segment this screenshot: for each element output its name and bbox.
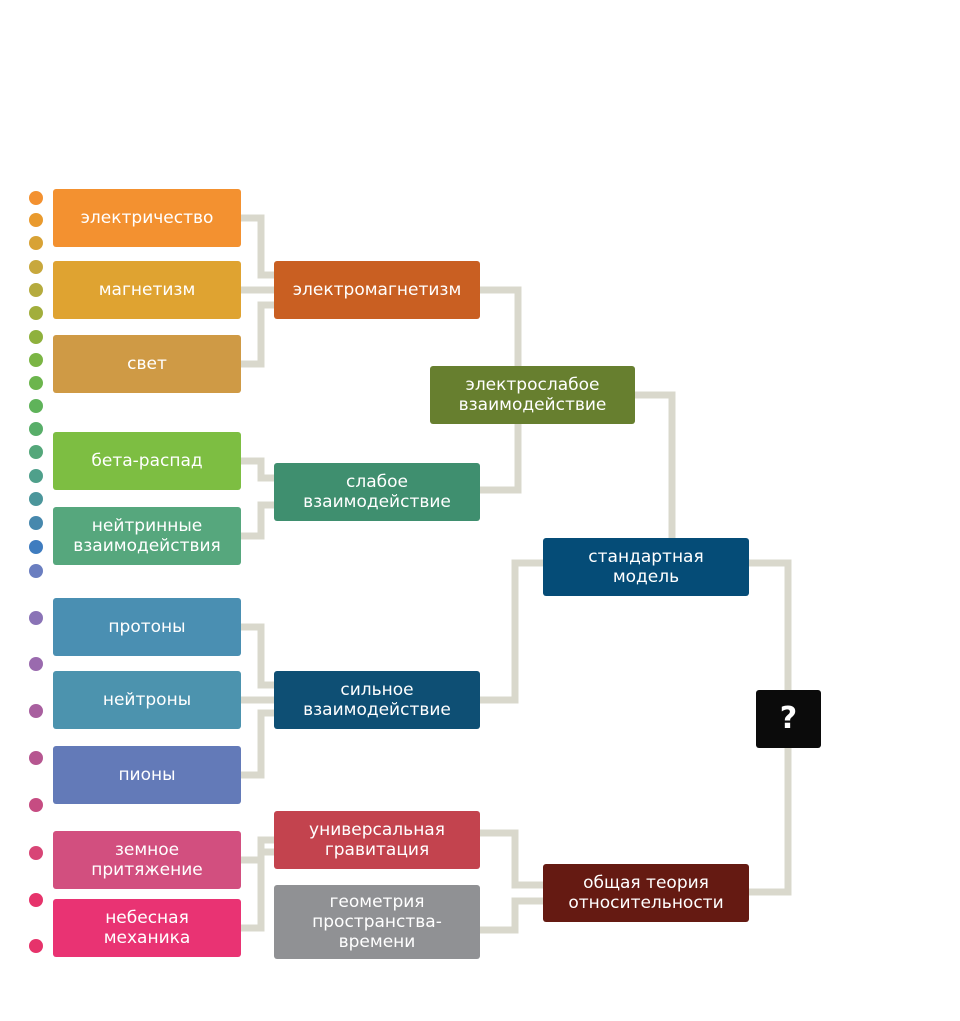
connector-line (480, 286, 522, 366)
box-neutrons: нейтроны (53, 671, 241, 729)
color-dot (29, 469, 43, 483)
connector-line (480, 829, 543, 889)
color-dot (29, 846, 43, 860)
box-strong-interaction: сильное взаимодействие (274, 671, 480, 729)
connector-line (480, 424, 522, 494)
box-general-relativity: общая теория относительности (543, 864, 749, 922)
connector-line (241, 848, 274, 932)
box-terrestrial-gravity: земное притяжение (53, 831, 241, 889)
color-dot (29, 422, 43, 436)
box-electroweak-interaction: электрослабое взаимодействие (430, 366, 635, 424)
box-magnetism: магнетизм (53, 261, 241, 319)
connector-line (241, 501, 274, 540)
color-dot (29, 657, 43, 671)
connector-line (749, 748, 792, 896)
color-dot (29, 893, 43, 907)
box-celestial-mechanics: небесная механика (53, 899, 241, 957)
color-dot (29, 376, 43, 390)
color-dot (29, 260, 43, 274)
color-dot (29, 191, 43, 205)
color-dot (29, 540, 43, 554)
color-dot (29, 353, 43, 367)
color-dot (29, 516, 43, 530)
box-universal-gravitation: универсальная гравитация (274, 811, 480, 869)
color-dot (29, 704, 43, 718)
color-dot (29, 751, 43, 765)
connector-line (635, 391, 676, 538)
box-weak-interaction: слабое взаимодействие (274, 463, 480, 521)
box-protons: протоны (53, 598, 241, 656)
connector-line (480, 897, 543, 934)
box-pions: пионы (53, 746, 241, 804)
box-neutrino-interactions: нейтринные взаимодействия (53, 507, 241, 565)
color-dot (29, 445, 43, 459)
box-standard-model: стандартная модель (543, 538, 749, 596)
box-unknown-theory: ? (756, 690, 821, 748)
color-dot (29, 236, 43, 250)
color-dot (29, 611, 43, 625)
color-dot (29, 306, 43, 320)
color-dot (29, 564, 43, 578)
color-dot (29, 330, 43, 344)
color-dot (29, 399, 43, 413)
color-dot (29, 283, 43, 297)
color-dot (29, 213, 43, 227)
connector-line (241, 214, 274, 279)
connector-line (241, 623, 274, 689)
color-dot (29, 798, 43, 812)
box-light: свет (53, 335, 241, 393)
connector-line (749, 559, 792, 690)
box-beta-decay: бета-распад (53, 432, 241, 490)
connector-line (241, 457, 274, 482)
connector-line (480, 559, 543, 704)
color-dot (29, 492, 43, 506)
box-electromagnetism: электромагнетизм (274, 261, 480, 319)
box-electricity: электричество (53, 189, 241, 247)
color-dot (29, 939, 43, 953)
box-spacetime-geometry: геометрия пространства- времени (274, 885, 480, 959)
connector-line (241, 301, 274, 368)
connector-line (241, 709, 274, 779)
